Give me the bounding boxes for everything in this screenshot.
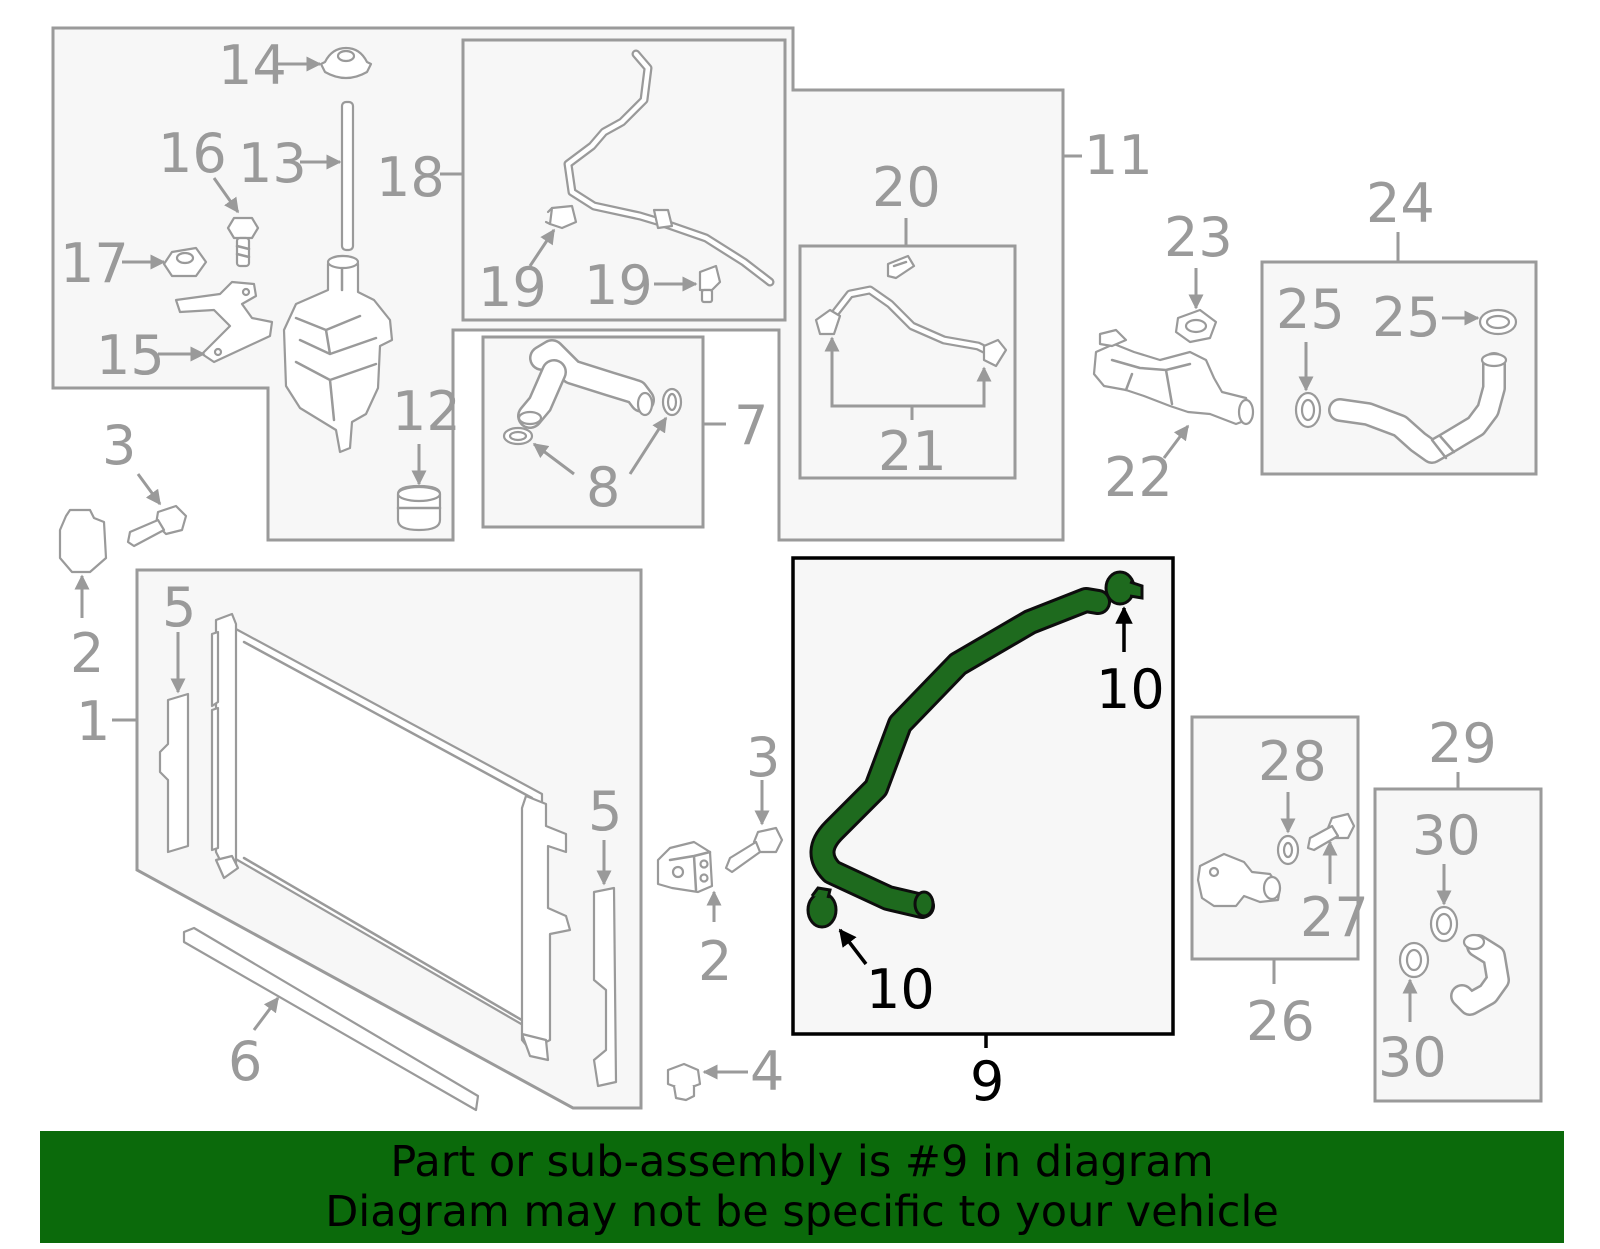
- heater-hose-icon: [1328, 352, 1508, 464]
- callout-3-middle: 3: [746, 726, 780, 789]
- callout-18: 18: [376, 146, 445, 209]
- callout-7: 7: [734, 394, 768, 457]
- callout-12: 12: [392, 380, 461, 443]
- highlighted-radiator-hose[interactable]: [809, 587, 1111, 919]
- hose-clamp-icon: [1294, 391, 1322, 429]
- lower-seal-icon: [182, 926, 480, 1112]
- callout-23: 23: [1164, 206, 1233, 269]
- callout-4: 4: [750, 1040, 784, 1103]
- overflow-hose-icon: [563, 49, 775, 287]
- callout-6: 6: [228, 1030, 262, 1093]
- callout-9: 9: [970, 1050, 1004, 1113]
- rubber-mount-icon: [396, 484, 442, 532]
- washer-icon: [1276, 834, 1300, 866]
- upper-hose-icon: [517, 339, 655, 429]
- callout-10-top: 10: [1096, 658, 1165, 721]
- callout-30-top: 30: [1412, 804, 1481, 867]
- callout-13: 13: [238, 132, 307, 195]
- hose-clamp-icon: [1398, 941, 1430, 979]
- level-gauge-rod-icon: [340, 100, 355, 252]
- callout-25-left: 25: [1276, 278, 1345, 341]
- push-clip-icon: [666, 1062, 702, 1102]
- temperature-sensor-icon: [1196, 852, 1282, 908]
- callout-10-bottom: 10: [866, 958, 935, 1021]
- callout-5-left: 5: [162, 576, 196, 639]
- hose-clamp-icon: [661, 387, 683, 417]
- hose-clamp-icon: [502, 426, 534, 446]
- callout-3-left: 3: [102, 414, 136, 477]
- callout-30-bottom: 30: [1378, 1026, 1447, 1089]
- callout-2-left: 2: [70, 622, 104, 685]
- highlighted-hose-clamp[interactable]: [806, 886, 838, 929]
- callout-8: 8: [586, 456, 620, 519]
- callout-11: 11: [1084, 124, 1153, 187]
- callout-17: 17: [60, 232, 129, 295]
- callout-25-right: 25: [1372, 286, 1441, 349]
- callout-22: 22: [1104, 446, 1173, 509]
- banner-line-2: Diagram may not be specific to your vehi…: [325, 1187, 1279, 1237]
- callout-29: 29: [1428, 712, 1497, 775]
- highlighted-hose-clamp[interactable]: [1104, 570, 1144, 606]
- bypass-pipe-icon: [814, 285, 1008, 368]
- water-outlet-housing-icon: [1092, 328, 1255, 426]
- callout-14: 14: [218, 34, 287, 97]
- cap-23-icon: [1174, 308, 1218, 344]
- radiator-core-icon: [210, 612, 572, 1062]
- hose-clip-icon: [698, 264, 722, 304]
- radiator-seal-icon: [158, 692, 190, 854]
- hose-clip-icon: [544, 204, 578, 230]
- callout-28: 28: [1258, 730, 1327, 793]
- bolt-icon: [226, 216, 260, 268]
- mount-bracket-icon: [656, 840, 714, 894]
- mount-bushing-icon: [58, 508, 108, 574]
- leader-lines: [74, 56, 1480, 1080]
- callout-5-right: 5: [588, 780, 622, 843]
- callout-19-right: 19: [584, 254, 653, 317]
- radiator-seal-icon: [592, 886, 618, 1088]
- bypass-pipe-box: [798, 244, 1017, 480]
- callout-24: 24: [1366, 172, 1435, 235]
- hose-clamp-icon: [1478, 308, 1518, 336]
- bolt-icon: [1306, 812, 1356, 852]
- callout-1: 1: [76, 690, 110, 753]
- reservoir-bracket-icon: [174, 280, 274, 364]
- callout-16: 16: [158, 122, 227, 185]
- hose-clamp-icon: [1429, 905, 1459, 943]
- bypass-hose-icon: [1450, 933, 1510, 1016]
- pipe-bracket-icon: [886, 254, 916, 280]
- bolt-icon: [724, 826, 784, 874]
- banner-line-1: Part or sub-assembly is #9 in diagram: [390, 1137, 1214, 1187]
- callout-19-left: 19: [478, 256, 547, 319]
- info-banner: Part or sub-assembly is #9 in diagram Di…: [40, 1131, 1564, 1243]
- callout-21: 21: [878, 420, 947, 483]
- callout-15: 15: [96, 324, 165, 387]
- callout-27: 27: [1300, 886, 1369, 949]
- callout-26: 26: [1246, 990, 1315, 1053]
- reservoir-tank-icon: [282, 254, 394, 454]
- callout-2-middle: 2: [698, 930, 732, 993]
- reservoir-cap-icon: [319, 46, 373, 80]
- bolt-icon: [126, 504, 188, 548]
- callout-20: 20: [872, 156, 941, 219]
- overflow-hose-box: [461, 38, 787, 322]
